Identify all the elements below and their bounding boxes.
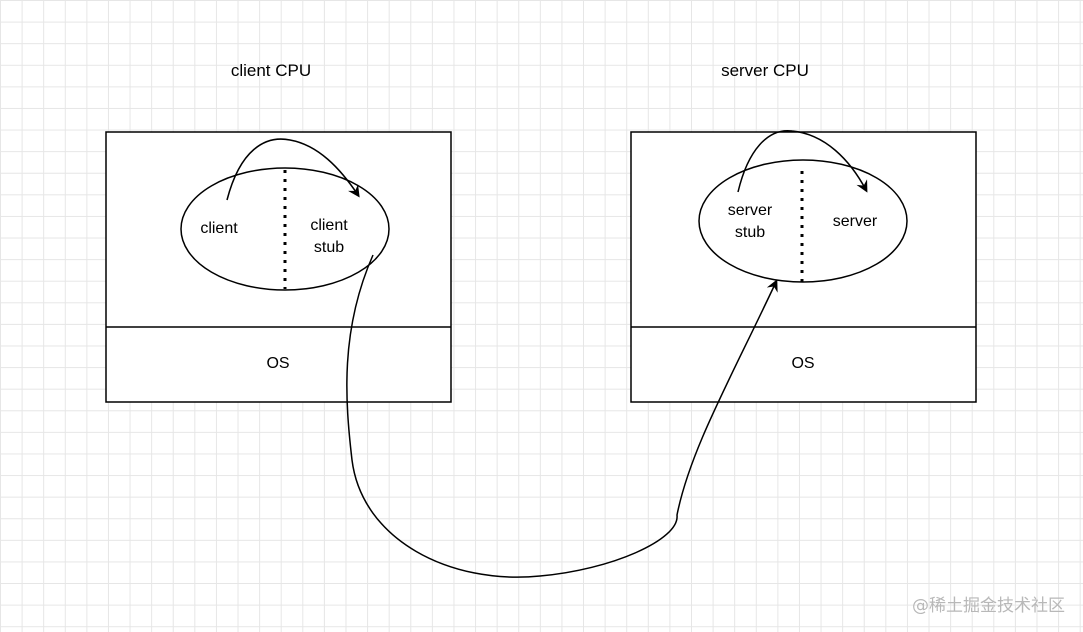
network-arrow: [346, 254, 778, 578]
client-cpu-title: client CPU: [230, 61, 312, 80]
server-os-label: OS: [791, 355, 815, 372]
server-cpu-title: server CPU: [721, 61, 809, 80]
client-to-stub-arrow: [226, 138, 360, 201]
server-stub-label-line1: server: [727, 202, 773, 219]
client-process-ellipse: [180, 167, 390, 291]
client-os-label: OS: [266, 355, 290, 372]
stub-to-server-arrow: [737, 130, 868, 193]
client-stub-label-line1: client: [310, 217, 348, 234]
watermark-text: @稀土掘金技术社区: [912, 596, 1065, 616]
client-stub-label-line2: stub: [313, 239, 345, 256]
server-stub-label-line2: stub: [734, 224, 766, 241]
server-label: server: [832, 213, 878, 230]
client-label: client: [200, 220, 238, 237]
